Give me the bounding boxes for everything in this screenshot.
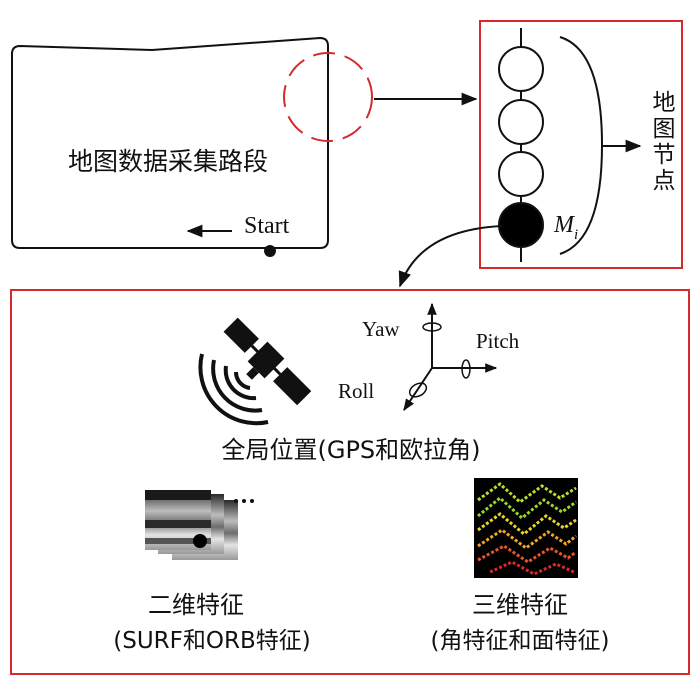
- svg-text:节: 节: [653, 142, 676, 168]
- features-2d-title: 二维特征: [148, 591, 244, 619]
- current-node-label: Mi: [553, 212, 578, 243]
- node-to-details-arrow: [398, 225, 503, 288]
- features-2d-image: [145, 490, 254, 560]
- map-node-2: [498, 99, 544, 145]
- global-pose-caption: 全局位置(GPS和欧拉角): [221, 436, 480, 464]
- features-3d-image: [474, 478, 578, 578]
- dashed-highlight-circle: [283, 52, 373, 142]
- features-2d-subtitle: (SURF和ORB特征): [113, 628, 310, 654]
- axis-yaw-label: Yaw: [362, 317, 400, 341]
- start-label: Start: [244, 213, 290, 239]
- current-map-node: [498, 202, 544, 248]
- map-node-3: [498, 151, 544, 197]
- features-3d-title: 三维特征: [472, 591, 568, 619]
- start-point: [264, 245, 276, 257]
- svg-text:图: 图: [653, 116, 676, 142]
- node-chain: [498, 28, 544, 262]
- node-details-frame: [10, 289, 690, 675]
- node-chain-frame: [479, 20, 683, 269]
- route-shape: [11, 36, 329, 249]
- svg-text:点: 点: [653, 168, 676, 194]
- features-3d-subtitle: (角特征和面特征): [431, 628, 610, 654]
- map-node-1: [498, 46, 544, 92]
- route-title: 地图数据采集路段: [68, 147, 268, 176]
- axis-roll-label: Roll: [338, 379, 374, 403]
- svg-text:地: 地: [653, 90, 676, 116]
- map-node-label: 地 图 节 点: [653, 90, 676, 194]
- euler-axes-icon: [403, 302, 498, 411]
- satellite-icon: [198, 317, 312, 426]
- axis-pitch-label: Pitch: [476, 329, 520, 353]
